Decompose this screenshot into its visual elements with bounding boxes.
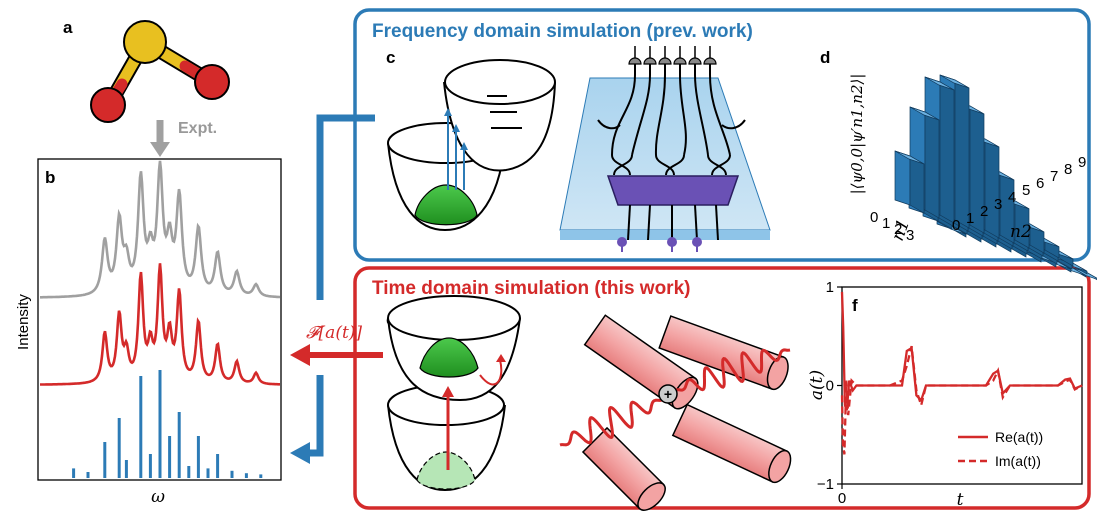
xtick-label-0: 0 — [838, 490, 846, 507]
histogram-3d — [894, 74, 1097, 281]
expt-label: Expt. — [178, 120, 217, 137]
at-axis-label: a(t) — [807, 370, 827, 400]
displaced-wells-icon — [387, 295, 521, 492]
n2-tick-4: 4 — [1008, 189, 1016, 206]
bar-n1-0-n2-0 — [894, 150, 925, 214]
ytick-label-0: 1 — [826, 279, 834, 296]
n1-tick-3: 3 — [906, 227, 914, 244]
panel-f: f 10−10 a(t) t Re(a(t)) Im(a(t)) — [807, 279, 1083, 510]
potential-wells-icon — [387, 59, 556, 232]
molecule-icon — [90, 20, 230, 123]
omega-axis-label: ω — [151, 487, 165, 507]
n2-tick-1: 1 — [966, 210, 974, 227]
beam-splitter-icon — [658, 384, 678, 404]
panel-f-ticks: 10−10 — [817, 279, 846, 507]
photonic-chip-icon — [559, 46, 771, 252]
ytick-label-2: −1 — [817, 476, 834, 493]
n1-tick-2: 2 — [894, 221, 902, 238]
legend: Re(a(t)) Im(a(t)) — [958, 429, 1043, 469]
panel-f-series — [840, 291, 1083, 455]
fourier-transform-label: 𝓕[a(t)] — [306, 323, 362, 343]
n2-tick-7: 7 — [1050, 168, 1058, 185]
panel-label-c: c — [386, 48, 395, 67]
n2-tick-5: 5 — [1022, 182, 1030, 199]
n2-tick-9: 9 — [1078, 154, 1086, 171]
simulated-spectrum-line — [40, 263, 280, 386]
t-axis-label: t — [957, 490, 964, 510]
n2-tick-0: 0 — [952, 217, 960, 234]
panel-b: b Intensity ω — [15, 158, 282, 507]
frequency-domain-frame — [353, 8, 1091, 262]
legend-im-label: Im(a(t)) — [995, 453, 1041, 469]
panel-a: a Expt. — [63, 18, 230, 157]
n2-tick-2: 2 — [980, 203, 988, 220]
n2-tick-6: 6 — [1036, 175, 1044, 192]
n2-axis-label: n2 — [1010, 222, 1032, 242]
cylinders-icon: + — [559, 314, 792, 511]
time-domain-frame — [353, 266, 1091, 510]
beam-splitter-symbol: + — [664, 386, 672, 402]
panel-label-d: d — [820, 48, 830, 67]
n1-tick-0: 0 — [870, 209, 878, 226]
panel-c: c — [386, 46, 771, 252]
panel-label-f: f — [852, 296, 858, 315]
ytick-label-1: 0 — [826, 378, 834, 395]
frequency-domain-title: Frequency domain simulation (prev. work) — [372, 21, 753, 42]
panel-label-b: b — [45, 168, 55, 187]
stick-spectrum — [72, 370, 263, 478]
wave-packet-right — [675, 348, 791, 392]
connector-red-arrow — [290, 344, 383, 366]
time-domain-title: Time domain simulation (this work) — [372, 278, 690, 299]
experimental-spectrum-line — [40, 160, 280, 299]
wave-packet-left — [559, 398, 663, 447]
series-line-1 — [840, 345, 1083, 455]
n2-tick-8: 8 — [1064, 161, 1072, 178]
connector-blue-bottom — [290, 375, 324, 464]
connector-blue-top — [316, 114, 375, 300]
overlap-axis-label: |⟨ψ0,0|ψ′n1,n2⟩| — [848, 74, 866, 195]
intensity-axis-label: Intensity — [15, 294, 32, 350]
panel-label-a: a — [63, 18, 73, 37]
legend-re-label: Re(a(t)) — [995, 429, 1043, 445]
n2-tick-3: 3 — [994, 196, 1002, 213]
expt-arrow — [150, 120, 170, 157]
n1-tick-1: 1 — [882, 215, 890, 232]
panel-e: e + — [386, 295, 792, 511]
